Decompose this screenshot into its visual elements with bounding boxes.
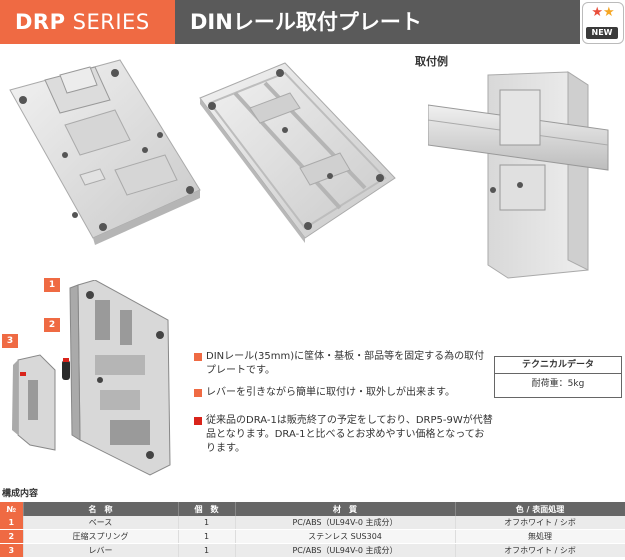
col-header-name: 名 称: [23, 502, 179, 516]
product-photo-back: [199, 62, 396, 243]
components-table-title: 構成内容: [2, 489, 39, 499]
col-header-qty: 個 数: [178, 502, 236, 516]
feature-item: レバーを引きながら簡単に取付け・取外しが出来ます。: [194, 386, 494, 400]
feature-item-notice: 従来品のDRA-1は販売終了の予定をしており、DRP5-9Wが代替品となります。…: [194, 414, 494, 456]
page-title: DINレール取付プレート: [190, 10, 422, 34]
table-header-row: № 名 称 個 数 材 質 色 / 表面処理: [0, 502, 625, 516]
star-icon: ★★: [591, 5, 615, 20]
series-banner: DRP SERIES: [0, 0, 175, 44]
new-badge-label: NEW: [586, 27, 618, 39]
bullet-square-icon: [194, 353, 202, 361]
part-label-1: 1: [44, 278, 60, 292]
exploded-parts-diagram: [12, 280, 171, 476]
technical-data-value: 耐荷重：5kg: [531, 379, 585, 389]
bullet-square-icon: [194, 389, 202, 397]
feature-list: DINレール(35mm)に筐体・基板・部品等を固定する為の取付プレートです。 レ…: [194, 350, 494, 464]
product-photo-front: [9, 59, 201, 245]
bullet-square-icon: [194, 417, 202, 425]
table-row: 2 圧縮スプリング 1 ステンレス SUS304 無処理: [0, 529, 625, 544]
table-row: 1 ベース 1 PC/ABS（UL94V-0 主成分） オフホワイト / シボ: [0, 516, 625, 530]
technical-data-title: テクニカルデータ: [495, 357, 621, 374]
technical-data-box: テクニカルデータ 耐荷重：5kg: [494, 356, 622, 398]
feature-item: DINレール(35mm)に筐体・基板・部品等を固定する為の取付プレートです。: [194, 350, 494, 378]
new-badge: ★★ NEW: [582, 2, 624, 44]
series-name: DRP SERIES: [15, 10, 150, 34]
table-row: 3 レバー 1 PC/ABS（UL94V-0 主成分） オフホワイト / シボ: [0, 543, 625, 558]
col-header-no: №: [0, 502, 24, 516]
part-label-2: 2: [44, 318, 60, 332]
components-table: № 名 称 個 数 材 質 色 / 表面処理 1 ベース 1 PC/ABS（UL…: [0, 502, 625, 558]
col-header-finish: 色 / 表面処理: [455, 502, 625, 516]
col-header-material: 材 質: [235, 502, 456, 516]
mounting-example-label: 取付例: [415, 55, 448, 68]
mounting-example-photo: [428, 71, 609, 279]
title-banner: DINレール取付プレート: [175, 0, 580, 44]
part-label-3: 3: [2, 334, 18, 348]
